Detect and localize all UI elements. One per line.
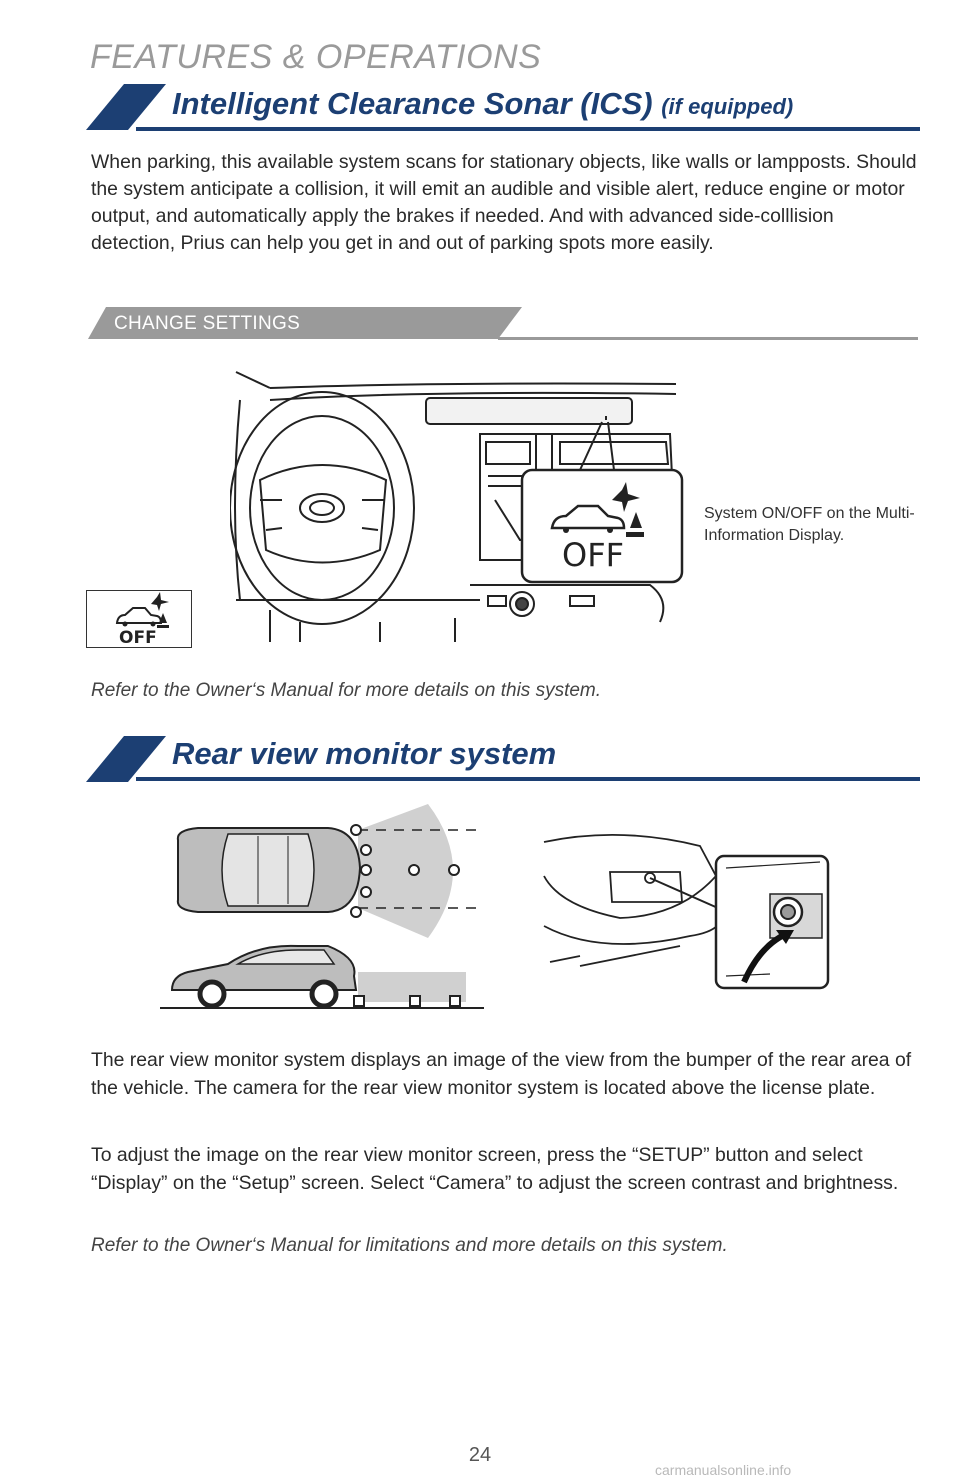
- page-number: 24: [468, 1444, 492, 1466]
- ics-title-suffix: (if equipped): [661, 94, 794, 119]
- ics-off-icon-large: OFF: [550, 482, 644, 574]
- ics-manual-note: Refer to the Owner‘s Manual for more det…: [91, 680, 602, 701]
- rear-view-title: Rear view monitor system: [172, 736, 557, 771]
- svg-text:OFF: OFF: [562, 536, 624, 574]
- ics-off-switch-icon: OFF: [86, 590, 192, 648]
- dashboard-illustration: OFF: [230, 371, 684, 642]
- rear-view-adjust-instructions: To adjust the image on the rear view mon…: [91, 1144, 899, 1194]
- ics-title-banner: Intelligent Clearance Sonar (ICS) (if eq…: [86, 82, 920, 132]
- section-label: FEATURES & OPERATIONS: [90, 38, 542, 76]
- change-settings-tab: CHANGE SETTINGS: [88, 305, 918, 345]
- ics-title: Intelligent Clearance Sonar (ICS) (if eq…: [172, 86, 793, 122]
- tab-shape-icon: [88, 307, 918, 340]
- ics-title-main: Intelligent Clearance Sonar (ICS): [172, 86, 653, 121]
- banner-stripe-icon: [86, 736, 920, 782]
- banner-stripe-icon: [86, 84, 920, 131]
- display-caption: System ON/OFF on the Multi-Information D…: [704, 505, 915, 544]
- rear-view-title-banner: Rear view monitor system: [86, 734, 920, 784]
- rear-view-description: The rear view monitor system displays an…: [91, 1049, 912, 1099]
- rear-view-manual-note: Refer to the Owner‘s Manual for limitati…: [91, 1235, 728, 1256]
- car-sensor-diagram: [160, 804, 484, 1009]
- change-settings-label: CHANGE SETTINGS: [114, 313, 301, 334]
- svg-text:OFF: OFF: [119, 628, 157, 647]
- rear-camera-illustration: [543, 833, 830, 990]
- ics-description: When parking, this available system scan…: [91, 151, 917, 254]
- watermark: carmanualsonline.info: [655, 1462, 792, 1478]
